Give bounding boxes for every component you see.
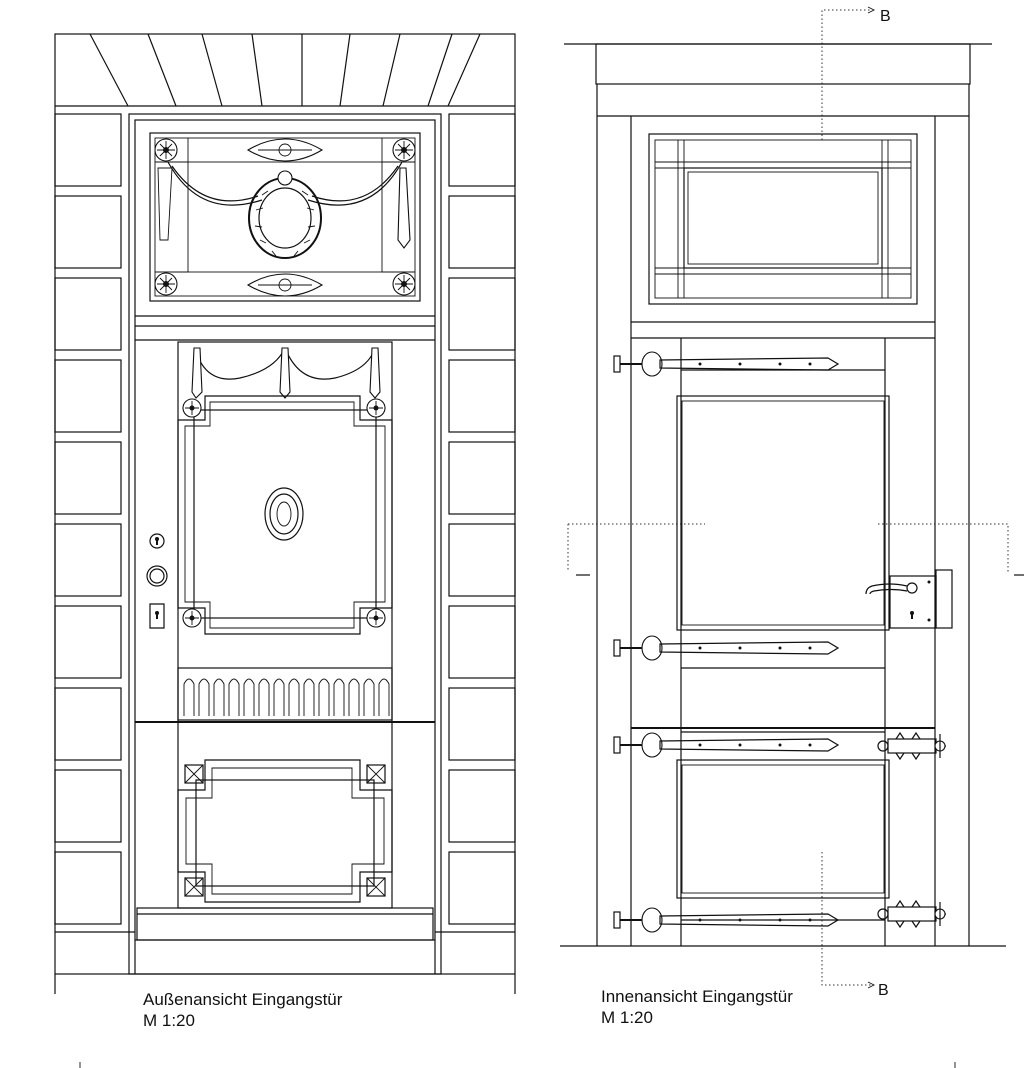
slide-bolt-icon — [877, 731, 946, 761]
strap-hinge-icon — [613, 635, 840, 661]
exterior-door-elevation — [54, 33, 516, 994]
door-leaf-exterior — [135, 341, 435, 941]
slide-bolt-icon — [877, 899, 946, 929]
garland-swag-icon — [157, 161, 411, 249]
diamond-boss-icon — [366, 877, 386, 897]
transom-window — [648, 133, 918, 305]
lower-raised-panel — [177, 759, 393, 903]
rosette-icon — [182, 608, 202, 628]
rosette-icon — [392, 138, 416, 162]
interior-view-scale: M 1:20 — [601, 1008, 653, 1027]
exterior-view-scale: M 1:20 — [143, 1011, 195, 1030]
rosette-icon — [366, 608, 386, 628]
oval-medallion-icon — [264, 487, 304, 541]
lintel-voussoirs — [55, 33, 515, 107]
wreath-icon — [248, 170, 322, 259]
strap-hinge-icon — [613, 907, 840, 933]
stone-jamb-right — [435, 113, 516, 933]
diamond-boss-icon — [184, 764, 204, 784]
door-knob-icon — [146, 565, 168, 587]
diamond-boss-icon — [366, 764, 386, 784]
garland-swag-icon — [191, 347, 381, 399]
exterior-view-title: Außenansicht Eingangstür — [143, 990, 343, 1009]
transom-panel — [135, 132, 435, 341]
interior-view-title: Innenansicht Eingangstür — [601, 987, 793, 1006]
leaf-ornament-icon — [246, 138, 324, 162]
interior-door-elevation — [560, 6, 1024, 989]
strap-hinge-icon — [613, 732, 840, 758]
leaf-ornament-icon — [246, 273, 324, 297]
rosette-icon — [182, 398, 202, 418]
section-mark-bottom: B — [878, 982, 889, 999]
exterior-caption: Außenansicht Eingangstür M 1:20 — [143, 989, 342, 1031]
rosette-icon — [392, 272, 416, 296]
rosette-icon — [154, 272, 178, 296]
keyhole-escutcheon-icon — [149, 533, 165, 549]
stone-jamb-left — [54, 113, 135, 933]
diamond-boss-icon — [184, 877, 204, 897]
section-mark-top: B — [880, 8, 891, 25]
box-lock-icon — [889, 569, 953, 629]
strap-hinge-icon — [613, 351, 840, 377]
upper-raised-panel — [177, 395, 393, 635]
rosette-icon — [366, 398, 386, 418]
interior-caption: Innenansicht Eingangstür M 1:20 — [601, 986, 793, 1028]
door-leaf-interior — [631, 338, 935, 946]
fluted-frieze — [177, 667, 393, 721]
lever-handle-icon — [865, 583, 908, 595]
lock-plate-icon — [149, 603, 165, 629]
rosette-icon — [154, 138, 178, 162]
